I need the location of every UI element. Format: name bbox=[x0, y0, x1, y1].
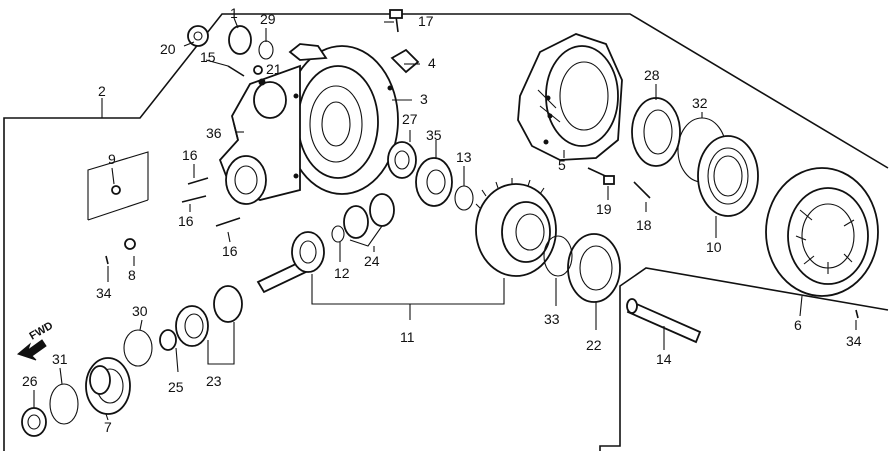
bearing-part-22 bbox=[567, 233, 621, 303]
label-part-27: 27 bbox=[402, 111, 418, 127]
label-part-1: 1 bbox=[230, 5, 238, 21]
bearing-part-27 bbox=[387, 141, 417, 179]
bracket-part-4 bbox=[390, 48, 420, 74]
assembly-boundary-lines bbox=[3, 13, 889, 451]
label-part-9: 9 bbox=[108, 151, 116, 167]
label-part-13: 13 bbox=[456, 149, 472, 165]
bearing-set-part-23 bbox=[175, 285, 243, 347]
circlip-part-31 bbox=[49, 383, 79, 425]
label-part-15: 15 bbox=[200, 49, 216, 65]
label-part-17: 17 bbox=[418, 13, 434, 29]
label-part-16-c: 16 bbox=[222, 243, 238, 259]
bolt-part-15 bbox=[227, 65, 245, 77]
ring-part-13 bbox=[454, 185, 474, 211]
cover-part-5 bbox=[517, 33, 623, 161]
label-part-31: 31 bbox=[52, 351, 68, 367]
bolt-part-34-right bbox=[855, 309, 859, 319]
label-part-29: 29 bbox=[260, 11, 276, 27]
bolt-part-17 bbox=[389, 9, 403, 33]
shaft-part-14 bbox=[626, 298, 702, 344]
bolt-part-18 bbox=[633, 181, 651, 199]
ring-gear-part-11 bbox=[475, 178, 557, 277]
label-part-11: 11 bbox=[400, 329, 415, 345]
label-part-24: 24 bbox=[364, 253, 380, 269]
label-part-2: 2 bbox=[98, 83, 106, 99]
label-part-8: 8 bbox=[128, 267, 136, 283]
washer-part-21 bbox=[253, 65, 263, 75]
pinion-gear-part-11 bbox=[256, 231, 325, 294]
label-part-23: 23 bbox=[206, 373, 222, 389]
seal-part-28 bbox=[631, 97, 681, 167]
label-part-7: 7 bbox=[104, 419, 112, 435]
pin-part-16-b bbox=[181, 195, 207, 203]
label-part-5: 5 bbox=[558, 157, 566, 173]
label-part-34-right: 34 bbox=[846, 333, 862, 349]
housing-part-3 bbox=[218, 43, 399, 205]
label-part-18: 18 bbox=[636, 217, 652, 233]
label-part-19: 19 bbox=[596, 201, 612, 217]
bolt-part-34-left bbox=[105, 255, 109, 265]
label-part-32: 32 bbox=[692, 95, 708, 111]
ring-part-25 bbox=[159, 329, 177, 351]
label-part-10: 10 bbox=[706, 239, 722, 255]
bolt-part-19 bbox=[587, 167, 615, 185]
label-part-26: 26 bbox=[22, 373, 38, 389]
fwd-label: FWD bbox=[28, 320, 56, 343]
circlip-part-30 bbox=[123, 329, 153, 367]
ring-part-29 bbox=[258, 40, 274, 60]
label-part-16-b: 16 bbox=[178, 213, 194, 229]
label-part-25: 25 bbox=[168, 379, 184, 395]
label-part-20: 20 bbox=[160, 41, 176, 57]
ring-part-33 bbox=[543, 235, 573, 277]
bolt-part-9 bbox=[111, 185, 121, 195]
label-part-4: 4 bbox=[428, 55, 436, 71]
label-part-6: 6 bbox=[794, 317, 802, 333]
label-part-12: 12 bbox=[334, 265, 350, 281]
part-labels: 1 2 3 4 5 6 7 8 9 10 11 12 13 14 15 16 1… bbox=[22, 5, 862, 435]
gear-part-7 bbox=[85, 357, 131, 415]
bearing-part-26 bbox=[21, 407, 47, 437]
bearing-part-10 bbox=[697, 135, 759, 217]
label-part-14: 14 bbox=[656, 351, 672, 367]
label-part-21: 21 bbox=[266, 61, 282, 77]
label-part-34-left: 34 bbox=[96, 285, 112, 301]
label-part-28: 28 bbox=[644, 67, 660, 83]
label-part-3: 3 bbox=[420, 91, 428, 107]
label-part-33: 33 bbox=[544, 311, 560, 327]
pin-part-16-c bbox=[215, 217, 241, 227]
bearing-part-1 bbox=[228, 25, 252, 55]
label-part-16-a: 16 bbox=[182, 147, 198, 163]
label-part-30: 30 bbox=[132, 303, 148, 319]
bearing-set-part-24 bbox=[331, 193, 395, 243]
cover-ring-part-6 bbox=[765, 167, 879, 297]
label-part-36: 36 bbox=[206, 125, 222, 141]
label-part-22: 22 bbox=[586, 337, 602, 353]
nut-part-8 bbox=[124, 238, 136, 250]
pin-part-16-a bbox=[187, 177, 209, 185]
forward-arrow: FWD bbox=[16, 320, 56, 361]
label-part-35: 35 bbox=[426, 127, 442, 143]
nut-part-20 bbox=[187, 25, 209, 47]
bearing-part-35 bbox=[415, 157, 453, 207]
leader-lines bbox=[33, 17, 857, 421]
